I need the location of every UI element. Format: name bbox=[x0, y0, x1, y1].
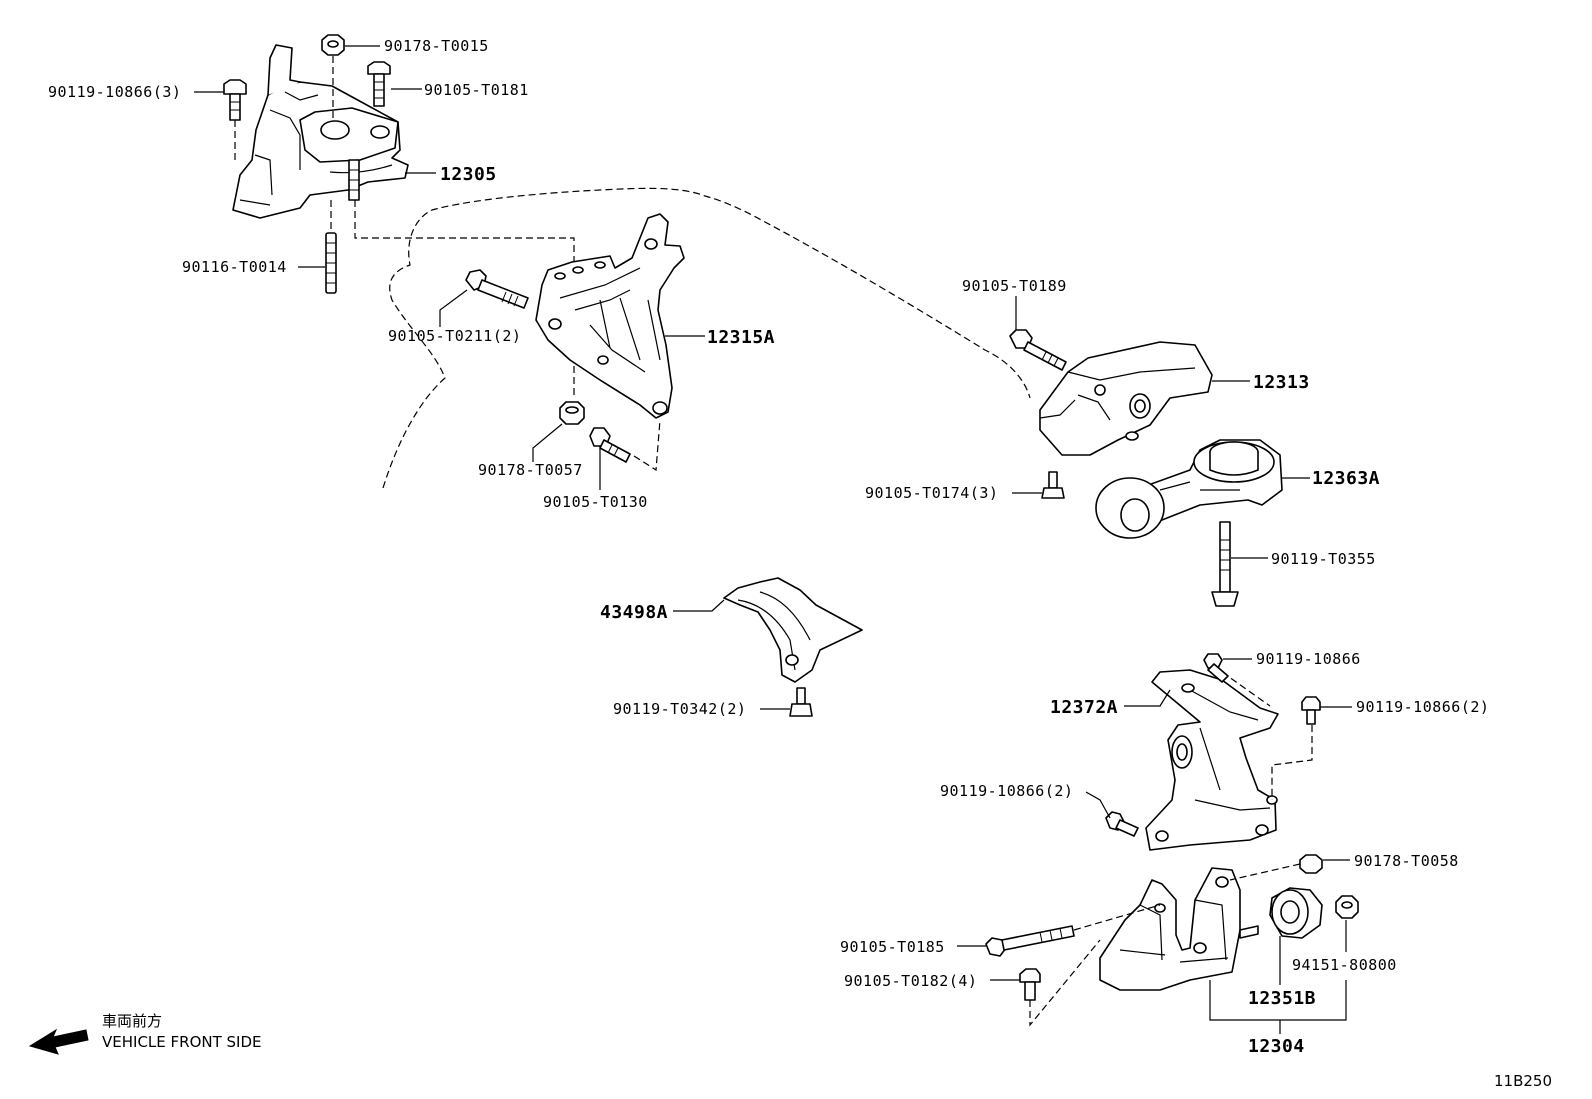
label-12313: 12313 bbox=[1253, 372, 1310, 393]
label-12372a: 12372A bbox=[1050, 697, 1118, 718]
label-90105-t0189: 90105-T0189 bbox=[962, 277, 1067, 295]
leader-lines bbox=[194, 45, 1352, 1034]
bracket-12372a bbox=[1145, 669, 1279, 851]
connector-12372a-right bbox=[1271, 725, 1313, 800]
front-label-jp: 車両前方 bbox=[102, 1012, 162, 1030]
mount-12304 bbox=[1099, 867, 1259, 991]
bracket-12315a bbox=[535, 213, 685, 419]
connector-12315a-bolt bbox=[633, 419, 661, 472]
mount-12313 bbox=[1039, 341, 1213, 456]
label-90119-10866-2-right: 90119-10866(2) bbox=[1356, 698, 1489, 716]
bolt-90119-10866 bbox=[1203, 653, 1229, 683]
label-90105-t0174-3: 90105-T0174(3) bbox=[865, 484, 998, 502]
front-label-en: VEHICLE FRONT SIDE bbox=[102, 1033, 262, 1051]
nut-90178-t0015 bbox=[321, 34, 345, 56]
bolt-90119-10866-2-right bbox=[1301, 696, 1321, 725]
label-90178-t0015: 90178-T0015 bbox=[384, 37, 489, 55]
vehicle-front-indicator: 車両前方 VEHICLE FRONT SIDE bbox=[28, 1012, 262, 1055]
front-arrow-icon bbox=[28, 1028, 89, 1055]
label-90105-t0130: 90105-T0130 bbox=[543, 493, 648, 511]
label-90119-t0342-2: 90119-T0342(2) bbox=[613, 700, 746, 718]
bolt-90105-t0181 bbox=[367, 61, 391, 107]
bushing-12351b bbox=[1269, 887, 1323, 939]
label-12351b: 12351B bbox=[1248, 988, 1316, 1009]
nut-94151-80800 bbox=[1335, 895, 1359, 919]
label-90119-10866-3: 90119-10866(3) bbox=[48, 83, 181, 101]
bolt-90105-t0130 bbox=[589, 427, 631, 463]
stud-bolt-90116-t0014 bbox=[325, 232, 337, 294]
part-labels: 90178-T0015 90119-10866(3) 90105-T0181 1… bbox=[48, 37, 1489, 1057]
bolt-90105-t0211 bbox=[465, 269, 529, 309]
nut-90178-t0058 bbox=[1299, 854, 1323, 874]
label-90105-t0211-2: 90105-T0211(2) bbox=[388, 327, 521, 345]
bolt-90119-t0342 bbox=[789, 687, 813, 717]
label-43498a: 43498A bbox=[600, 602, 668, 623]
shield-43498a bbox=[723, 577, 863, 683]
connector-12304-lower bbox=[1029, 939, 1101, 1027]
bolt-90105-t0174 bbox=[1041, 471, 1065, 499]
label-94151-80800: 94151-80800 bbox=[1292, 956, 1397, 974]
label-12304: 12304 bbox=[1248, 1036, 1305, 1057]
connector-12304-bolt bbox=[1073, 904, 1161, 931]
label-12305: 12305 bbox=[440, 164, 497, 185]
mount-12305 bbox=[232, 44, 409, 219]
connector-12372a-top bbox=[1221, 671, 1271, 707]
label-12315a: 12315A bbox=[707, 327, 775, 348]
bolt-90105-t0182 bbox=[1019, 968, 1041, 1001]
bolt-90105-t0189 bbox=[1009, 329, 1067, 371]
label-90116-t0014: 90116-T0014 bbox=[182, 258, 287, 276]
bolt-90119-10866-3 bbox=[223, 79, 247, 121]
label-90119-10866: 90119-10866 bbox=[1256, 650, 1361, 668]
bolt-12305-stud bbox=[348, 159, 360, 201]
bolt-90119-10866-2-left bbox=[1105, 811, 1139, 837]
label-90105-t0185: 90105-T0185 bbox=[840, 938, 945, 956]
label-90105-t0182-4: 90105-T0182(4) bbox=[844, 972, 977, 990]
engine-outline bbox=[382, 187, 1031, 489]
rod-12363a bbox=[1095, 439, 1283, 539]
diagram-code: 11B250 bbox=[1494, 1072, 1552, 1090]
label-90119-t0355: 90119-T0355 bbox=[1271, 550, 1376, 568]
label-12363a: 12363A bbox=[1312, 468, 1380, 489]
bolt-90105-t0185 bbox=[985, 925, 1075, 957]
connector-12304-nut bbox=[1229, 863, 1301, 881]
nut-90178-t0057 bbox=[559, 401, 585, 425]
label-90178-t0057: 90178-T0057 bbox=[478, 461, 583, 479]
label-90119-10866-2-left: 90119-10866(2) bbox=[940, 782, 1073, 800]
label-90105-t0181: 90105-T0181 bbox=[424, 81, 529, 99]
bolt-90119-t0355 bbox=[1211, 521, 1239, 607]
label-90178-t0058: 90178-T0058 bbox=[1354, 852, 1459, 870]
